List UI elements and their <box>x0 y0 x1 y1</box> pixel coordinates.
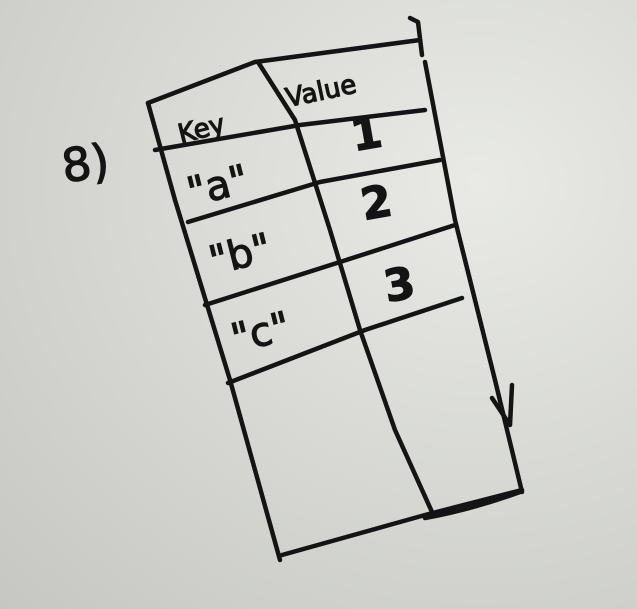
row-3-key: "c" <box>227 304 295 363</box>
row-3-value: 3 <box>380 257 419 313</box>
row-divider-3 <box>202 222 458 308</box>
table-top-border <box>145 37 423 106</box>
problem-number: 8) <box>58 133 112 193</box>
column-divider <box>255 59 435 515</box>
bottom-curve <box>422 489 523 521</box>
row-2-value: 2 <box>357 175 396 231</box>
row-divider-1 <box>152 107 428 153</box>
arrow-head <box>489 382 515 428</box>
header-corner-stroke <box>407 15 425 58</box>
header-value: Value <box>283 70 359 114</box>
table-left-border <box>145 100 283 563</box>
table-right-border <box>422 59 525 495</box>
row-divider-2 <box>185 157 443 225</box>
table-outline <box>145 15 525 563</box>
table-bottom-border <box>279 487 525 558</box>
header-key: Key <box>175 109 228 150</box>
row-divider-4 <box>225 295 465 386</box>
row-2-key: "b" <box>205 225 276 285</box>
